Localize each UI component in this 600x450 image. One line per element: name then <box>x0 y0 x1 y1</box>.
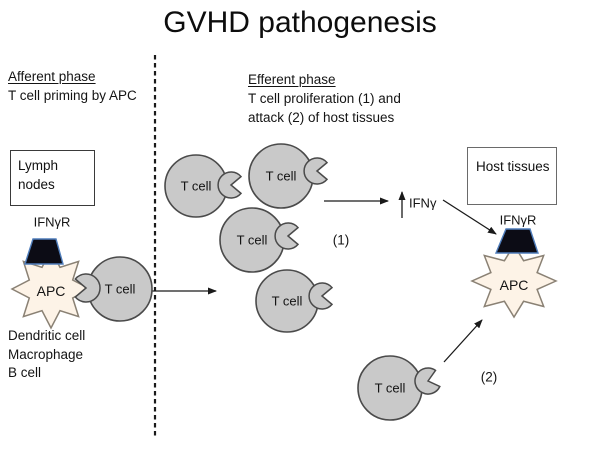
host-tissues-label: Host tissues <box>476 159 550 174</box>
efferent-tcell-2-label: T cell <box>265 168 297 184</box>
attack-tcell-to-apc-arrow <box>443 319 483 363</box>
efferent-tcell-4-tcr-pacman <box>308 282 334 310</box>
efferent-tcell-3-label: T cell <box>236 232 268 248</box>
afferent-phase-heading: Afferent phase <box>8 69 96 84</box>
afferent-tcell-tcr-pacman <box>74 273 101 303</box>
step1-marker: (1) <box>332 232 350 248</box>
efferent-tcell-3-tcr-pacman <box>274 222 300 250</box>
host-apc-label: APC <box>499 277 529 293</box>
host-ifngr-label: IFNγR <box>499 212 537 228</box>
efferent-tcell-1-label: T cell <box>180 178 212 194</box>
afferent-apc-label: APC <box>36 283 66 299</box>
afferent-ifngr-receptor-shape <box>24 238 64 265</box>
afferent-phase-heading-block: Afferent phase T cell priming by APC <box>8 67 137 105</box>
host-apc-star <box>470 243 558 319</box>
efferent-tcell-4-label: T cell <box>271 293 303 309</box>
attack-tcell-tcr-pacman <box>414 367 441 395</box>
afferent-ifngr-label: IFNγR <box>33 214 71 230</box>
apc-cell-type-bcell: B cell <box>8 365 42 380</box>
attack-tcell-label: T cell <box>374 380 406 396</box>
lymph-nodes-box: Lymph nodes <box>10 150 95 206</box>
efferent-tcell-2-tcr-pacman <box>303 157 329 185</box>
ifngamma-to-receptor-arrow <box>442 199 497 235</box>
host-tissues-box: Host tissues <box>467 147 557 205</box>
efferent-phase-description-line2: attack (2) of host tissues <box>248 110 395 125</box>
afferent-tcell-label: T cell <box>104 281 136 297</box>
ifngamma-label: IFNγ <box>409 195 437 211</box>
efferent-phase-description-line1: T cell proliferation (1) and <box>248 91 401 106</box>
apc-cell-type-macrophage: Macrophage <box>8 346 84 362</box>
afferent-phase-description: T cell priming by APC <box>8 88 137 103</box>
apc-cell-types-list: Dendritic cell Macrophage B cell <box>8 327 85 383</box>
page-title: GVHD pathogenesis <box>163 6 437 39</box>
apc-cell-type-dendritic: Dendritic cell <box>8 328 86 343</box>
efferent-tcell-1-tcr-pacman <box>217 171 243 199</box>
efferent-phase-heading: Efferent phase <box>248 72 336 87</box>
efferent-phase-heading-block: Efferent phase T cell proliferation (1) … <box>248 70 401 127</box>
lymph-nodes-label-line2: nodes <box>18 177 55 192</box>
afferent-apc-star <box>10 248 92 330</box>
step2-marker: (2) <box>480 369 498 385</box>
lymph-nodes-label-line1: Lymph <box>18 158 59 173</box>
host-ifngr-receptor-shape <box>494 228 539 254</box>
